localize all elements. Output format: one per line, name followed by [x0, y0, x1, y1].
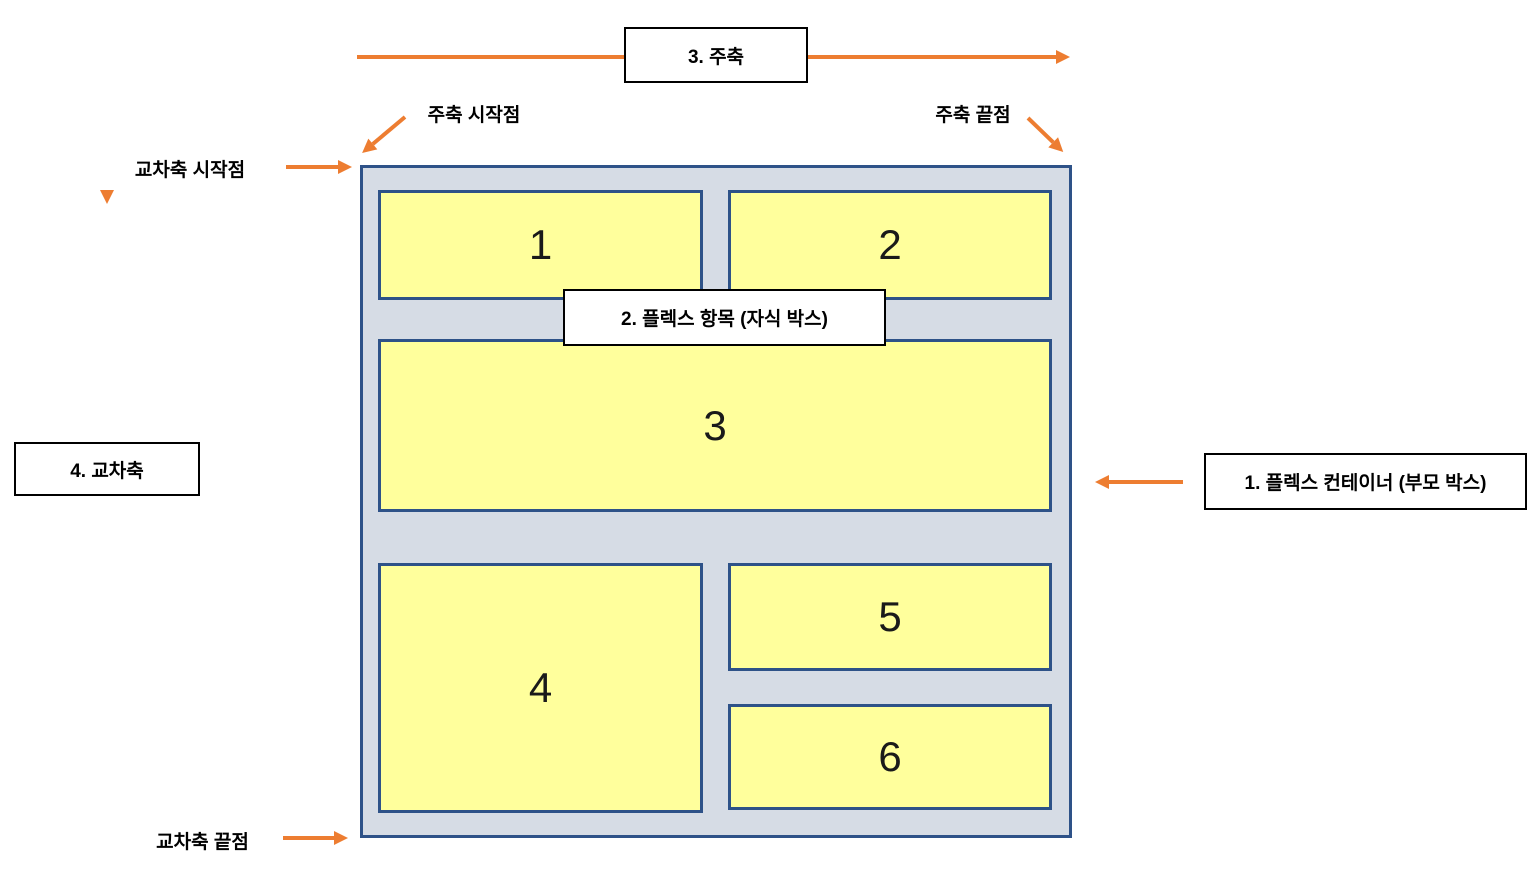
cross-axis-arrow	[100, 190, 114, 204]
cross-axis-start-label: 교차축 시작점	[134, 160, 246, 181]
main-axis-end-pointer-shaft	[1026, 116, 1055, 144]
cross-axis-start-pointer-arrow	[286, 160, 352, 174]
flex-item-2: 2	[728, 190, 1052, 300]
cross-axis-end-pointer-arrow	[283, 831, 348, 845]
flex-container-label-box: 1. 플렉스 컨테이너 (부모 박스)	[1204, 453, 1527, 510]
cross-axis-end-label: 교차축 끝점	[156, 832, 249, 853]
flex-container-pointer-shaft	[1109, 480, 1183, 484]
arrow-right-icon	[334, 831, 348, 845]
arrow-down-icon	[100, 190, 114, 204]
main-axis-start-label: 주축 시작점	[427, 105, 521, 126]
cross-axis-end-pointer-shaft	[283, 836, 334, 840]
flex-item-3: 3	[378, 339, 1052, 512]
main-axis-end-pointer-arrow	[1023, 113, 1069, 158]
flex-item-1: 1	[378, 190, 703, 300]
arrow-right-icon	[338, 160, 352, 174]
main-axis-end-label: 주축 끝점	[935, 105, 1011, 126]
main-axis-start-pointer-arrow	[357, 112, 410, 159]
cross-axis-title-box: 4. 교차축	[14, 442, 200, 496]
main-axis-start-pointer-shaft	[371, 115, 407, 146]
arrow-right-icon	[1056, 50, 1070, 64]
flex-container-box: 1 2 3 4 5 6	[360, 165, 1072, 838]
flex-item-5: 5	[728, 563, 1052, 671]
arrow-left-icon	[1095, 475, 1109, 489]
main-axis-title-box: 3. 주축	[624, 27, 808, 83]
flex-item-label-box: 2. 플렉스 항목 (자식 박스)	[563, 289, 886, 346]
flex-item-6: 6	[728, 704, 1052, 810]
flex-container-pointer-arrow	[1095, 475, 1183, 489]
flex-item-4: 4	[378, 563, 703, 813]
cross-axis-start-pointer-shaft	[286, 165, 338, 169]
